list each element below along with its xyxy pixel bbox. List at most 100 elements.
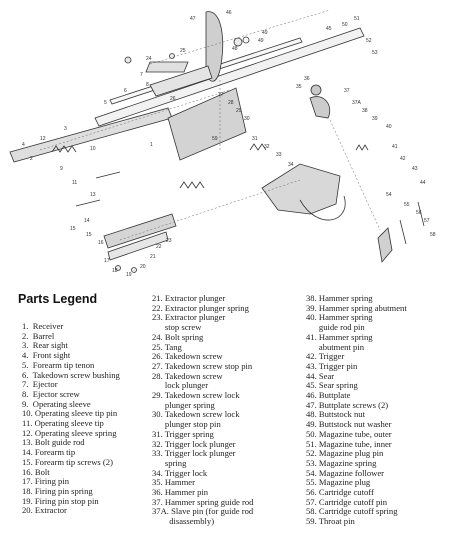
callout-number: 53 bbox=[372, 50, 378, 56]
legend-item: spring bbox=[152, 457, 187, 468]
legend-item: 41. Hammer spring bbox=[306, 331, 373, 342]
callout-number: 59 bbox=[212, 136, 218, 142]
callout-number: 18 bbox=[112, 268, 118, 274]
callout-number: 32 bbox=[264, 144, 270, 150]
callout-number: 48 bbox=[232, 46, 238, 52]
callout-number: 14 bbox=[84, 218, 90, 224]
callout-number: 8 bbox=[146, 82, 149, 88]
legend-item: 27. Takedown screw stop pin bbox=[152, 360, 253, 371]
legend-item: 54. Magazine follower bbox=[306, 467, 385, 478]
callout-number: 11 bbox=[72, 180, 77, 186]
legend-item: 21. Extractor plunger bbox=[152, 293, 226, 303]
spring-part bbox=[179, 181, 205, 189]
legend-item: 44. Sear bbox=[306, 370, 335, 381]
callout-number: 39 bbox=[372, 116, 378, 122]
callout-number: 9 bbox=[60, 166, 63, 172]
legend-item: 5. Forearm tip tenon bbox=[22, 359, 95, 370]
legend-item: 34. Trigger lock bbox=[152, 467, 208, 478]
legend-item: 29. Takedown screw lock bbox=[152, 390, 240, 401]
callout-number: 40 bbox=[386, 124, 392, 130]
washer-part bbox=[242, 36, 250, 44]
legend-item: 43. Trigger pin bbox=[306, 360, 358, 371]
legend-item: 32. Trigger lock plunger bbox=[152, 438, 236, 449]
callout-number: 37A bbox=[352, 100, 362, 106]
assembly-line bbox=[329, 119, 381, 231]
callout-number: 22 bbox=[156, 244, 162, 250]
legend-item: 22. Extractor plunger spring bbox=[152, 302, 249, 313]
legend-item: 4. Front sight bbox=[22, 350, 71, 361]
legend-item: 37A. Slave pin (for guide rod bbox=[152, 506, 254, 517]
legend-item: 17. Firing pin bbox=[22, 476, 70, 487]
callout-number: 52 bbox=[366, 38, 372, 44]
legend-item: lock plunger bbox=[152, 380, 209, 391]
legend-item: 28. Takedown screw bbox=[152, 370, 223, 381]
callout-number: 26 bbox=[170, 96, 176, 102]
spring-part bbox=[355, 144, 369, 151]
trigger-group-part bbox=[261, 163, 341, 215]
callout-number: 13 bbox=[90, 192, 96, 198]
hammer-part bbox=[309, 96, 331, 119]
spring-part bbox=[249, 143, 267, 151]
legend-item: 15. Forearm tip screws (2) bbox=[22, 456, 113, 467]
legend-item: 8. Ejector screw bbox=[22, 388, 80, 399]
callout-number: 46 bbox=[226, 10, 232, 16]
operating-sleeve-part bbox=[107, 231, 169, 261]
legend-item: stop screw bbox=[152, 322, 202, 333]
callout-number: 16 bbox=[98, 240, 104, 246]
assembly-line bbox=[149, 9, 331, 65]
screw-part bbox=[131, 267, 137, 273]
legend-item: 3. Rear sight bbox=[22, 340, 68, 351]
legend-item: disassembly) bbox=[152, 516, 215, 527]
legend-item: 1. Receiver bbox=[22, 321, 64, 331]
legend-item: 42. Trigger bbox=[306, 351, 345, 362]
callout-number: 1 bbox=[150, 142, 153, 148]
callout-number: 55 bbox=[404, 202, 410, 208]
callout-number: 54 bbox=[386, 192, 392, 198]
legend-item: 36. Hammer pin bbox=[152, 487, 209, 498]
tang-part bbox=[149, 65, 213, 97]
legend-item: 52. Magazine plug pin bbox=[306, 448, 384, 459]
legend-item: 39. Hammer spring abutment bbox=[306, 302, 407, 313]
callout-number: 35 bbox=[296, 84, 302, 90]
callout-number: 4 bbox=[22, 142, 25, 148]
callout-number: 20 bbox=[140, 264, 146, 270]
legend-item: 40. Hammer spring bbox=[306, 312, 373, 323]
callout-number: 56 bbox=[416, 210, 422, 216]
legend-item: 7. Ejector bbox=[22, 379, 58, 390]
receiver-part bbox=[167, 87, 247, 161]
screw-part bbox=[115, 265, 121, 271]
legend-item: 48. Buttstock nut bbox=[306, 409, 365, 420]
callout-labels: 4746484949242578626534101291113141515161… bbox=[22, 10, 436, 278]
legend-item: 59. Throat pin bbox=[306, 516, 355, 527]
spring-part bbox=[51, 145, 77, 153]
legend-item: 37. Hammer spring guide rod bbox=[152, 496, 254, 507]
bolt-part bbox=[103, 213, 177, 249]
callout-number: 15 bbox=[70, 226, 76, 232]
callout-number: 36 bbox=[304, 76, 310, 82]
legend-item: 24. Bolt spring bbox=[152, 331, 204, 342]
callout-number: 10 bbox=[90, 146, 96, 152]
callout-number: 30 bbox=[244, 116, 250, 122]
legend-item: 20. Extractor bbox=[22, 505, 67, 516]
callout-number: 42 bbox=[400, 156, 406, 162]
pin-part bbox=[75, 199, 101, 207]
legend-item: 46. Buttplate bbox=[306, 390, 351, 401]
callout-number: 12 bbox=[40, 136, 46, 142]
callout-number: 17 bbox=[104, 258, 110, 264]
callout-number: 45 bbox=[326, 26, 332, 32]
callout-number: 15 bbox=[86, 232, 92, 238]
callout-number: 33 bbox=[276, 152, 282, 158]
callout-number: 41 bbox=[392, 144, 398, 150]
legend-item: 30. Takedown screw lock bbox=[152, 409, 240, 420]
screw-part bbox=[124, 56, 132, 64]
callout-number: 25 bbox=[180, 48, 186, 54]
legend-item: 45. Sear spring bbox=[306, 380, 358, 391]
callout-number: 31 bbox=[252, 136, 258, 142]
callout-number: 58 bbox=[430, 232, 436, 238]
legend-item: abutment pin bbox=[306, 341, 364, 352]
callout-number: 50 bbox=[342, 22, 348, 28]
callout-number: 23 bbox=[166, 238, 172, 244]
legend-item: 53. Magazine spring bbox=[306, 457, 377, 468]
